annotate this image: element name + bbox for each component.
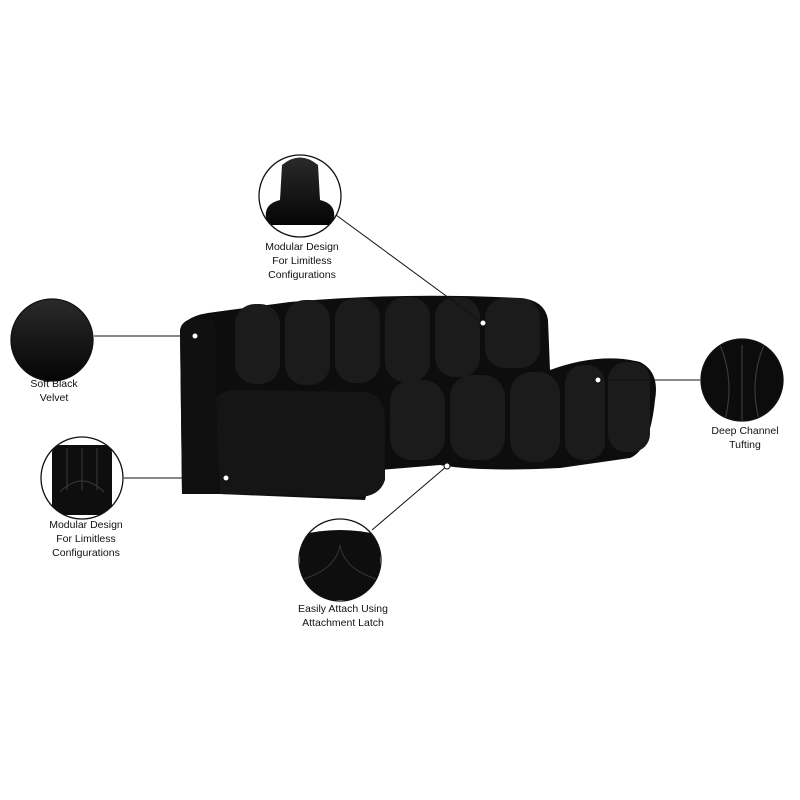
sofa (180, 295, 656, 500)
callout-label-soft-velvet: Soft Black Velvet (0, 377, 124, 405)
callout-dots (191, 319, 602, 482)
callout-label-channel-tufting: Deep Channel Tufting (675, 424, 800, 452)
label-line: Configurations (268, 269, 336, 281)
label-line: Velvet (39, 392, 69, 404)
detail-circle-velvet (10, 298, 94, 382)
detail-circle-top (258, 154, 342, 238)
label-line: For Limitless (272, 255, 332, 267)
label-line: Easily Attach Using (298, 603, 388, 615)
callout-label-modular-top: Modular Design For Limitless Configurati… (232, 240, 372, 282)
label-line: Attachment Latch (302, 617, 384, 629)
label-line: Modular Design (265, 241, 339, 253)
callout-label-modular-left: Modular Design For Limitless Configurati… (16, 518, 156, 560)
label-line: Soft Black (30, 378, 78, 390)
label-line: Configurations (52, 547, 120, 559)
callout-lines (94, 214, 700, 531)
detail-circle-latch (298, 518, 382, 602)
detail-circle-tufting (700, 338, 784, 422)
label-line: Modular Design (49, 519, 123, 531)
label-line: Deep Channel (711, 425, 779, 437)
detail-circle-left (40, 436, 124, 520)
callout-label-attach-latch: Easily Attach Using Attachment Latch (273, 602, 413, 630)
label-line: Tufting (729, 439, 761, 451)
label-line: For Limitless (56, 533, 116, 545)
